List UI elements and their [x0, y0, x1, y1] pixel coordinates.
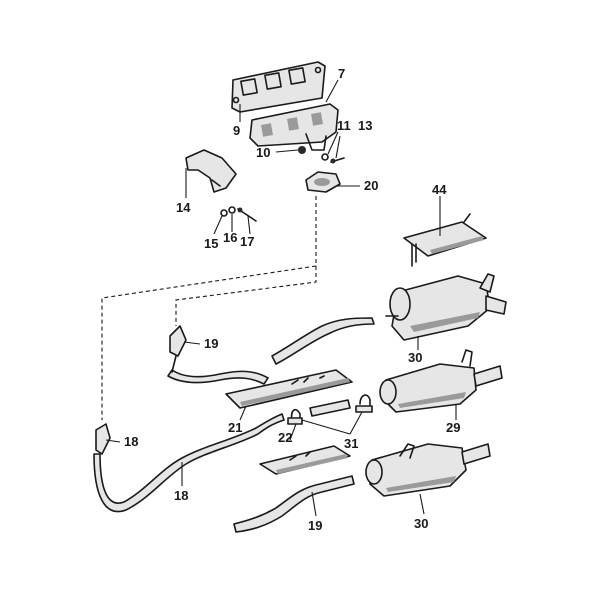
callout-30-upper: 30	[408, 350, 422, 365]
u-bolt-clamp-31-right	[355, 394, 373, 413]
manifold-bolt-13	[330, 157, 345, 164]
shield-bolt-17	[237, 207, 257, 222]
callout-29: 29	[446, 420, 460, 435]
muffler-lower	[365, 443, 491, 497]
exhaust-pipe-19-lower	[233, 475, 355, 533]
flange-gasket	[305, 171, 341, 193]
exhaust-manifold	[249, 103, 339, 151]
callout-7: 7	[338, 66, 345, 81]
shield-washer-16	[228, 206, 236, 214]
callout-21: 21	[228, 420, 242, 435]
callout-9: 9	[233, 123, 240, 138]
callout-16: 16	[223, 230, 237, 245]
manifold-washer-11	[321, 153, 329, 161]
callout-31: 31	[344, 436, 358, 451]
callout-13: 13	[358, 118, 372, 133]
muffler-29	[379, 349, 503, 413]
callout-20: 20	[364, 178, 378, 193]
callout-17: 17	[240, 234, 254, 249]
alignment-line-left	[101, 196, 317, 420]
callout-labels: 7 9 10 11 13 14 15 16 17 20 44 30 19 21 …	[124, 66, 460, 533]
callout-19-lower: 19	[308, 518, 322, 533]
pipe-heat-shield-22	[259, 445, 351, 475]
callout-30-lower: 30	[414, 516, 428, 531]
alignment-line-upper	[175, 266, 317, 326]
callout-10: 10	[256, 145, 270, 160]
exhaust-pipe-18	[93, 413, 285, 513]
callout-18-left: 18	[124, 434, 138, 449]
muffler-heat-shield-44	[403, 213, 487, 267]
pipe-heat-shield-21	[225, 369, 353, 409]
intermediate-pipe-upper	[271, 317, 375, 365]
muffler-upper	[385, 273, 507, 341]
manifold-gasket	[231, 61, 326, 113]
callout-18-lower: 18	[174, 488, 188, 503]
shield-nut-15	[220, 209, 228, 217]
callout-14: 14	[176, 200, 191, 215]
exhaust-pipe-19-upper	[167, 325, 269, 385]
manifold-heat-shield	[185, 149, 237, 193]
callout-19-upper: 19	[204, 336, 218, 351]
callout-22: 22	[278, 430, 292, 445]
manifold-nut-10	[298, 146, 306, 154]
leader-lines	[105, 79, 457, 517]
callout-15: 15	[204, 236, 218, 251]
u-bolt-clamp-31-left	[287, 408, 303, 425]
intermediate-pipe-short	[309, 399, 351, 417]
callout-11: 11	[337, 118, 351, 133]
callout-44: 44	[432, 182, 447, 197]
